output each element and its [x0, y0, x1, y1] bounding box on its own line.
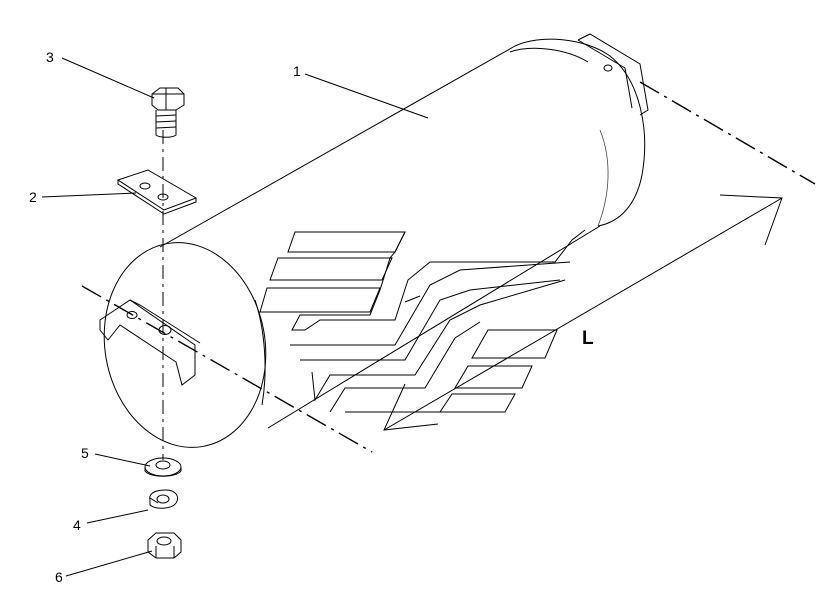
callout-6: 6: [55, 569, 63, 585]
near-bracket: [99, 299, 201, 386]
hex-nut: [147, 532, 182, 559]
lock-washer: [149, 489, 179, 509]
callout-3: 3: [46, 49, 54, 65]
tank-decal: [259, 229, 586, 413]
callout-5: 5: [81, 445, 89, 461]
dimension-label: L: [582, 328, 594, 349]
callout-4: 4: [73, 517, 81, 533]
callout-1: 1: [293, 63, 301, 79]
callout-2: 2: [29, 189, 37, 205]
far-bracket: [577, 33, 649, 116]
bolt: [151, 87, 185, 138]
leader-lines: [41, 57, 429, 577]
dimension-L-arrow: [383, 194, 783, 431]
flat-washer: [144, 457, 182, 477]
tank-cylinder: [103, 38, 646, 448]
plate: [116, 169, 198, 215]
centerline: [81, 81, 816, 453]
